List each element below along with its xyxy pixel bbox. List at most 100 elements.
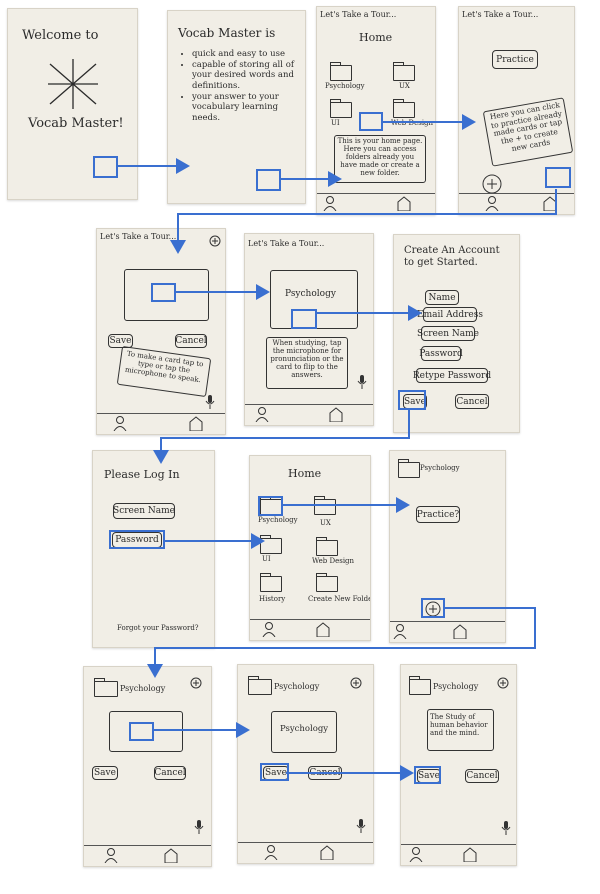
card-input[interactable]	[109, 711, 183, 752]
folder-label: UI	[331, 119, 340, 127]
profile-icon[interactable]	[113, 415, 127, 431]
email-field[interactable]: Email Address	[417, 307, 483, 322]
folder-label: Psychology	[325, 82, 365, 90]
save-button[interactable]: Save	[92, 766, 118, 780]
tour-label: Let's Take a Tour...	[100, 232, 177, 241]
profile-icon[interactable]	[104, 847, 118, 863]
highlight-tap[interactable]	[414, 766, 441, 784]
about-bullet: capable of storing all of your desired w…	[192, 60, 305, 92]
tour-callout-text: This is your home page. Here you can acc…	[337, 137, 423, 178]
home-icon[interactable]	[453, 623, 467, 639]
folder-icon[interactable]	[330, 62, 352, 81]
microphone-icon[interactable]	[357, 374, 367, 390]
folder-icon[interactable]	[393, 99, 415, 118]
about-bullets: quick and easy to use capable of storing…	[182, 49, 305, 124]
add-icon[interactable]	[209, 235, 221, 247]
bottom-nav	[245, 404, 373, 425]
folder-icon[interactable]	[330, 99, 352, 118]
cancel-button[interactable]: Cancel	[175, 334, 207, 348]
folder-label: Psychology	[258, 516, 298, 524]
screen-name-field[interactable]: Screen Name	[417, 326, 479, 341]
highlight-tap[interactable]	[291, 309, 317, 329]
highlight-tap[interactable]	[109, 530, 165, 549]
retype-password-field[interactable]: Retype Password	[413, 368, 491, 383]
save-button[interactable]: Save	[108, 334, 133, 348]
flash-card[interactable]	[427, 709, 494, 751]
practice-button[interactable]: Practice?	[416, 506, 460, 523]
profile-icon[interactable]	[255, 406, 269, 422]
profile-icon[interactable]	[409, 846, 423, 862]
folder-icon[interactable]	[316, 573, 338, 592]
add-icon[interactable]	[497, 677, 509, 689]
folder-icon[interactable]	[316, 537, 338, 556]
home-icon[interactable]	[397, 195, 411, 211]
cancel-button[interactable]: Cancel	[465, 769, 499, 783]
microphone-icon[interactable]	[356, 818, 366, 834]
about-bullet: quick and easy to use	[192, 49, 305, 60]
profile-icon[interactable]	[262, 621, 276, 637]
password-field[interactable]: Password	[419, 346, 463, 361]
folder-icon	[409, 676, 431, 695]
folder-icon	[248, 676, 272, 695]
name-field[interactable]: Name	[425, 290, 459, 305]
screen-card-back: Psychology The Study of human behavior a…	[400, 664, 517, 866]
tour-label: Let's Take a Tour...	[320, 10, 397, 19]
card-text: The Study of human behavior and the mind…	[430, 713, 488, 738]
highlight-tap[interactable]	[545, 167, 571, 188]
highlight-tap[interactable]	[398, 390, 426, 410]
home-title: Home	[288, 467, 322, 480]
create-title: Create An Account to get Started.	[404, 245, 500, 268]
about-title: Vocab Master is	[178, 26, 276, 40]
profile-icon[interactable]	[393, 623, 407, 639]
highlight-tap[interactable]	[93, 156, 118, 178]
card-text: Psychology	[280, 724, 329, 734]
home-icon[interactable]	[164, 847, 178, 863]
folder-label: Create New Folder	[308, 595, 371, 603]
screen-welcome: Welcome to Vocab Master!	[7, 8, 138, 200]
card-input[interactable]	[124, 269, 209, 321]
add-icon[interactable]	[190, 677, 202, 689]
home-icon[interactable]	[316, 621, 330, 637]
profile-icon[interactable]	[323, 195, 337, 211]
cancel-button[interactable]: Cancel	[154, 766, 186, 780]
microphone-icon[interactable]	[501, 820, 511, 836]
flash-card[interactable]	[271, 711, 337, 753]
tour-label: Let's Take a Tour...	[248, 239, 325, 248]
tour-callout-text: When studying, tap the microphone for pr…	[270, 339, 344, 380]
bottom-nav	[84, 845, 211, 866]
welcome-line1: Welcome to	[22, 28, 99, 43]
home-icon[interactable]	[329, 406, 343, 422]
card-text: Psychology	[285, 289, 336, 299]
tour-label: Let's Take a Tour...	[462, 10, 539, 19]
flow-arrow	[170, 189, 557, 254]
folder-icon	[94, 678, 118, 697]
home-icon[interactable]	[463, 846, 477, 862]
home-icon[interactable]	[320, 844, 334, 860]
practice-button[interactable]: Practice	[492, 50, 538, 69]
profile-icon[interactable]	[485, 195, 499, 211]
about-bullet: your answer to your vocabulary learning …	[192, 92, 305, 124]
microphone-icon[interactable]	[194, 819, 204, 835]
home-title: Home	[359, 31, 393, 44]
screen-name-input[interactable]: Screen Name	[113, 503, 175, 519]
tour-callout	[334, 135, 426, 183]
add-icon[interactable]	[350, 677, 362, 689]
home-icon[interactable]	[189, 415, 203, 431]
microphone-icon[interactable]	[205, 394, 215, 410]
folder-title: Psychology	[433, 682, 479, 691]
profile-icon[interactable]	[264, 844, 278, 860]
folder-title: Psychology	[274, 682, 320, 691]
folder-icon[interactable]	[393, 62, 415, 81]
cancel-button[interactable]: Cancel	[455, 394, 489, 409]
screen-home: Home Psychology UX UI Web Design History…	[249, 455, 371, 641]
folder-icon[interactable]	[260, 573, 282, 592]
folder-icon[interactable]	[314, 496, 336, 515]
screen-login: Please Log In Screen Name Password Forgo…	[92, 450, 215, 648]
highlight-tap[interactable]	[129, 722, 154, 741]
folder-label: UI	[262, 555, 271, 563]
forgot-password-link[interactable]: Forgot your Password?	[117, 624, 199, 632]
folder-label: UX	[399, 82, 410, 90]
bottom-nav	[238, 842, 373, 863]
home-icon[interactable]	[543, 195, 557, 211]
screen-psych-folder: Psychology Practice?	[389, 450, 506, 643]
